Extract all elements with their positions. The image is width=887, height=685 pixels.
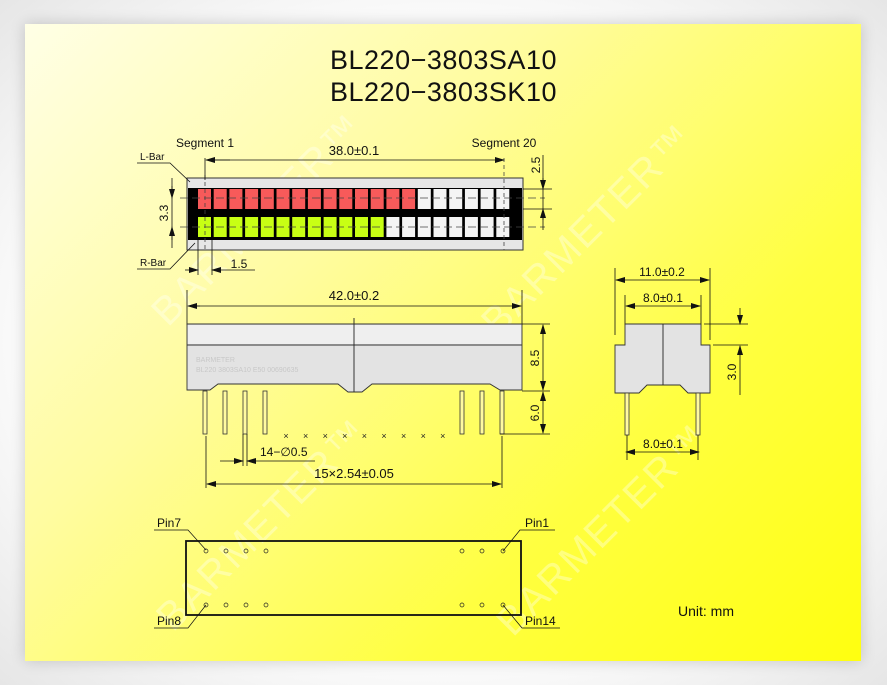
empty-pin-mark: × bbox=[303, 431, 308, 441]
l-bar-segment bbox=[480, 189, 494, 209]
r-bar-segment bbox=[449, 217, 463, 237]
dim-6-0: 6.0 bbox=[528, 404, 542, 421]
pin14-label: Pin14 bbox=[525, 614, 556, 628]
empty-pin-mark: × bbox=[401, 431, 406, 441]
pin bbox=[479, 390, 485, 435]
pin-hole bbox=[479, 548, 485, 554]
pin-hole bbox=[203, 602, 209, 608]
l-bar-segment bbox=[307, 189, 321, 209]
pin-hole bbox=[243, 548, 249, 554]
r-bar-segment bbox=[245, 217, 259, 237]
pin-hole bbox=[203, 548, 209, 554]
l-bar-segment bbox=[433, 189, 447, 209]
l-bar-segment bbox=[449, 189, 463, 209]
l-bar-segment bbox=[276, 189, 290, 209]
pin-view: Pin7 Pin1 Pin8 Pin14 bbox=[154, 516, 560, 629]
l-bar-segments bbox=[198, 189, 510, 209]
side-pins bbox=[202, 390, 505, 435]
l-bar-segment bbox=[339, 189, 353, 209]
dim-2-5: 2.5 bbox=[529, 156, 543, 173]
pin-hole bbox=[243, 602, 249, 608]
pin-hole bbox=[263, 548, 269, 554]
l-bar-segment bbox=[260, 189, 274, 209]
top-view: 38.0±0.1 Segment 1 Segment 20 L-Bar R-Ba… bbox=[137, 136, 552, 275]
pin bbox=[262, 390, 268, 435]
l-bar-segment bbox=[464, 189, 478, 209]
pin-hole bbox=[223, 602, 229, 608]
model-title-sk10: BL220−3803SK10 bbox=[330, 77, 557, 107]
empty-pin-marks: × × × × × × × × × bbox=[283, 431, 445, 441]
pin7-label: Pin7 bbox=[157, 516, 181, 530]
dim-8-bottom: 8.0±0.1 bbox=[643, 437, 683, 451]
l-bar-segment bbox=[417, 189, 431, 209]
pin-hole bbox=[263, 602, 269, 608]
pin-hole bbox=[459, 602, 465, 608]
pin bbox=[459, 390, 465, 435]
l-bar-segment bbox=[496, 189, 510, 209]
empty-pin-mark: × bbox=[421, 431, 426, 441]
marking-line-1: BARMETER bbox=[196, 357, 235, 364]
l-bar-segment bbox=[229, 189, 243, 209]
dim-3-0: 3.0 bbox=[725, 363, 739, 380]
marking-line-2: BL220 3803SA10 E50 00690635 bbox=[196, 367, 298, 374]
l-bar-segment bbox=[292, 189, 306, 209]
l-bar-segment bbox=[355, 189, 368, 209]
pin bbox=[242, 390, 248, 435]
dim-1-5: 1.5 bbox=[231, 257, 248, 271]
dim-38: 38.0±0.1 bbox=[329, 143, 380, 158]
empty-pin-mark: × bbox=[440, 431, 445, 441]
pin-hole bbox=[479, 602, 485, 608]
dim-11: 11.0±0.2 bbox=[639, 265, 685, 279]
pin-hole bbox=[500, 548, 506, 554]
l-bar-segment bbox=[323, 189, 337, 209]
l-bar-segment bbox=[245, 189, 259, 209]
pin-hole bbox=[500, 602, 506, 608]
r-bar-segment bbox=[339, 217, 353, 237]
unit-label: Unit: mm bbox=[678, 603, 734, 619]
r-bar-segment bbox=[386, 217, 400, 237]
dim-3-3: 3.3 bbox=[157, 204, 171, 221]
l-bar-label: L-Bar bbox=[140, 152, 165, 163]
empty-pin-mark: × bbox=[381, 431, 386, 441]
segment-20-label: Segment 20 bbox=[472, 136, 537, 150]
model-title-sa10: BL220−3803SA10 bbox=[330, 45, 557, 75]
pin-hole bbox=[459, 548, 465, 554]
pin1-label: Pin1 bbox=[525, 516, 549, 530]
pin bbox=[202, 390, 208, 435]
l-bar-segment bbox=[370, 189, 384, 209]
l-bar-segment bbox=[386, 189, 400, 209]
r-bar-label: R-Bar bbox=[140, 258, 167, 269]
pin bbox=[499, 390, 505, 435]
segment-1-label: Segment 1 bbox=[176, 136, 234, 150]
pin bbox=[222, 390, 228, 435]
r-bar-segment bbox=[496, 217, 510, 237]
l-bar-segment bbox=[198, 189, 211, 209]
dim-8-5: 8.5 bbox=[528, 349, 542, 366]
empty-pin-mark: × bbox=[323, 431, 328, 441]
empty-pin-mark: × bbox=[283, 431, 288, 441]
dim-pin-span: 15×2.54±0.05 bbox=[314, 466, 394, 481]
end-view: 11.0±0.2 8.0±0.1 3.0 8.0±0.1 bbox=[614, 265, 748, 460]
pin8-label: Pin8 bbox=[157, 614, 181, 628]
l-bar-segment bbox=[213, 189, 227, 209]
l-bar-segment bbox=[402, 189, 416, 209]
dim-pin-dia: 14−∅0.5 bbox=[260, 445, 308, 459]
side-view: 42.0±0.2 BARMETER BL220 3803SA10 E50 006… bbox=[186, 288, 550, 488]
pin-hole bbox=[223, 548, 229, 554]
r-bar-segment bbox=[292, 217, 306, 237]
dim-8-top: 8.0±0.1 bbox=[643, 291, 683, 305]
empty-pin-mark: × bbox=[362, 431, 367, 441]
dim-42: 42.0±0.2 bbox=[329, 288, 380, 303]
empty-pin-mark: × bbox=[342, 431, 347, 441]
